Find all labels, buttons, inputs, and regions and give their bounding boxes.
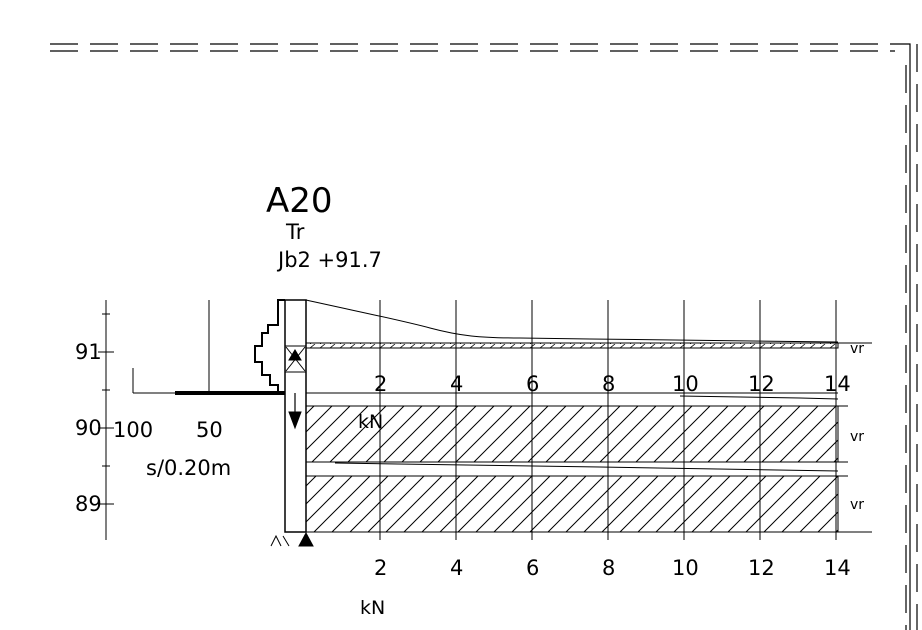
upper-force-tick: 2 <box>374 372 388 396</box>
elevation-axis <box>98 300 114 540</box>
method-label: Tr <box>286 220 305 244</box>
lower-force-tick: 10 <box>672 556 699 580</box>
elevation-tick: 91 <box>75 340 102 364</box>
lower-force-tick: 12 <box>748 556 775 580</box>
elevation-tick: 89 <box>75 492 102 516</box>
lower-force-tick: 6 <box>526 556 540 580</box>
upper-force-tick: 10 <box>672 372 699 396</box>
soil-layer <box>305 405 839 463</box>
layer-label: vr <box>850 429 865 445</box>
force-curves <box>305 299 872 533</box>
upper-force-tick: 8 <box>602 372 616 396</box>
stop-marker-icon <box>298 531 314 547</box>
upper-force-tick: 14 <box>824 372 851 396</box>
soil-layer <box>305 342 839 349</box>
upper-force-tick: 12 <box>748 372 775 396</box>
drawing-frame <box>50 43 918 630</box>
settlement-tick: 50 <box>196 418 223 442</box>
elevation-label: Jb2 +91.7 <box>278 248 382 272</box>
soil-layer <box>305 475 839 533</box>
lower-force-tick: 14 <box>824 556 851 580</box>
settlement-tick: 100 <box>113 418 154 442</box>
elevation-tick: 90 <box>75 416 102 440</box>
layer-label: vr <box>850 497 865 513</box>
lower-force-tick: 2 <box>374 556 388 580</box>
upper-force-tick: 6 <box>526 372 540 396</box>
settlement-graph <box>132 299 285 395</box>
lower-force-unit: kN <box>360 597 386 619</box>
soil-layers <box>305 342 872 533</box>
upper-force-tick: 4 <box>450 372 464 396</box>
point-id: A20 <box>266 181 333 221</box>
lower-force-tick: 4 <box>450 556 464 580</box>
layer-label: vr <box>850 341 865 357</box>
groundwater-arrow-icon <box>288 411 302 430</box>
upper-force-unit: kN <box>358 411 384 433</box>
force-curve <box>305 299 839 343</box>
lower-force-tick: 8 <box>602 556 616 580</box>
settlement-axis-label: s/0.20m <box>146 456 232 480</box>
force-curve <box>679 395 839 400</box>
force-curve <box>334 462 839 472</box>
